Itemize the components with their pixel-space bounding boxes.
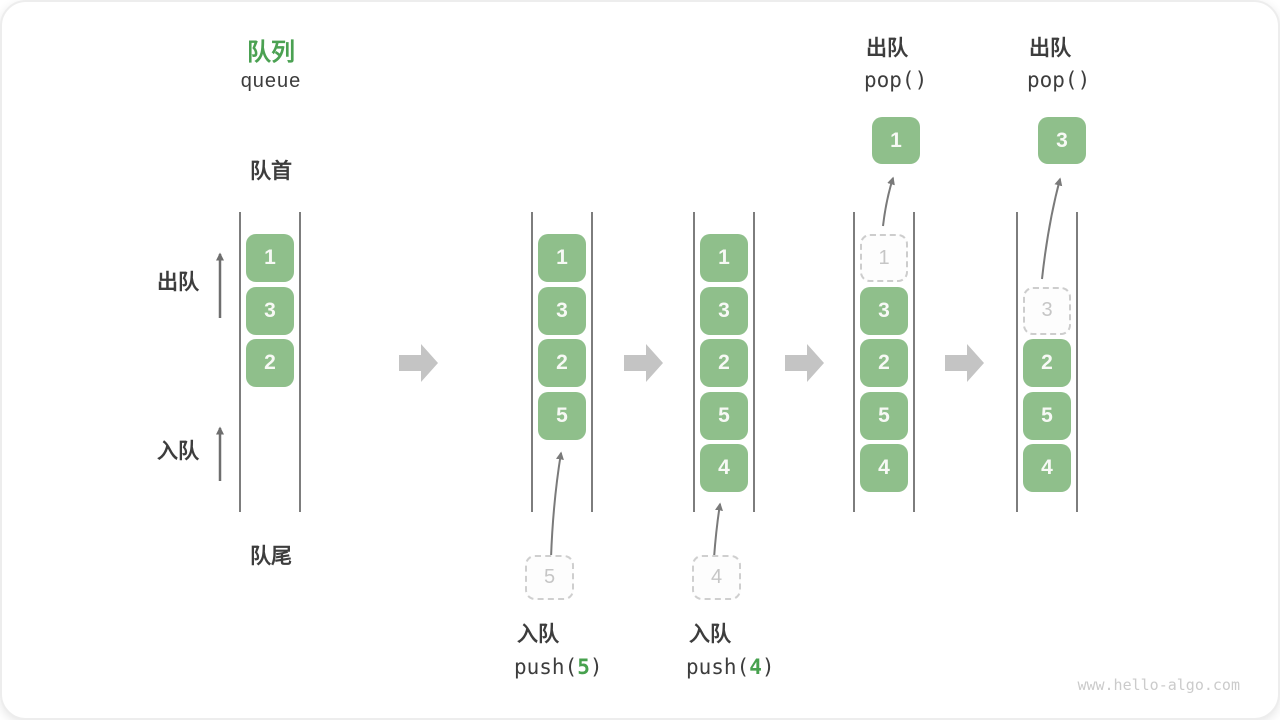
popped-element: 3 [1038, 117, 1086, 164]
incoming-element-ghost: 5 [525, 555, 574, 600]
pop-code-label: pop() [1027, 68, 1091, 92]
queue-element: 5 [860, 391, 908, 440]
dequeue-op-label: 出队 [1029, 37, 1071, 60]
removed-element-ghost: 1 [860, 234, 908, 282]
dequeue-op-label: 出队 [866, 37, 908, 60]
push-code-label: push(4) [686, 655, 775, 679]
queue-element: 5 [538, 391, 586, 440]
queue-element: 2 [1023, 339, 1071, 387]
enqueue-op-label: 入队 [689, 623, 731, 646]
queue-element: 2 [860, 339, 908, 387]
push-code-arg: 5 [577, 655, 590, 679]
push4-arrow-icon [713, 502, 723, 559]
queue-state-5: 3 2 5 4 [1016, 212, 1078, 512]
queue-element: 2 [246, 339, 294, 387]
push-code-close: ) [761, 655, 775, 679]
queue-element: 3 [538, 286, 586, 335]
queue-element: 2 [538, 339, 586, 387]
push-code-close: ) [589, 655, 603, 679]
block-arrow-icon [399, 344, 438, 382]
queue-element: 3 [700, 286, 748, 335]
dequeue-direction-label: 出队 [157, 271, 199, 294]
push-code-fn: push( [514, 655, 578, 679]
push-code-label: push(5) [514, 655, 603, 679]
queue-state-3: 1 3 2 5 4 [693, 212, 755, 512]
queue-front-label: 队首 [250, 160, 292, 183]
queue-state-4: 1 3 2 5 4 [853, 212, 915, 512]
block-arrow-icon [624, 344, 663, 382]
queue-element: 2 [700, 339, 748, 387]
queue-element: 5 [1023, 391, 1071, 440]
watermark: www.hello-algo.com [1077, 676, 1240, 694]
push-code-fn: push( [686, 655, 750, 679]
enqueue-direction-label: 入队 [157, 440, 199, 463]
queue-element: 1 [538, 234, 586, 282]
queue-rear-label: 队尾 [250, 545, 292, 568]
queue-element: 1 [246, 234, 294, 282]
queue-element: 4 [700, 444, 748, 492]
queue-element: 4 [1023, 444, 1071, 492]
queue-state-2: 1 3 2 5 [531, 212, 593, 512]
queue-element: 5 [700, 391, 748, 440]
removed-element-ghost: 3 [1023, 286, 1071, 335]
pop-code-label: pop() [864, 68, 928, 92]
queue-element: 3 [860, 286, 908, 335]
block-arrow-icon [945, 344, 984, 382]
queue-element: 4 [860, 444, 908, 492]
incoming-element-ghost: 4 [692, 555, 741, 600]
page-subtitle: queue [240, 70, 302, 92]
queue-element: 1 [700, 234, 748, 282]
enqueue-op-label: 入队 [517, 623, 559, 646]
block-arrow-icon [785, 344, 824, 382]
queue-element: 3 [246, 286, 294, 335]
queue-state-1: 1 3 2 [239, 212, 301, 512]
page-title: 队列 [247, 39, 295, 66]
push-code-arg: 4 [749, 655, 762, 679]
popped-element: 1 [872, 117, 920, 164]
